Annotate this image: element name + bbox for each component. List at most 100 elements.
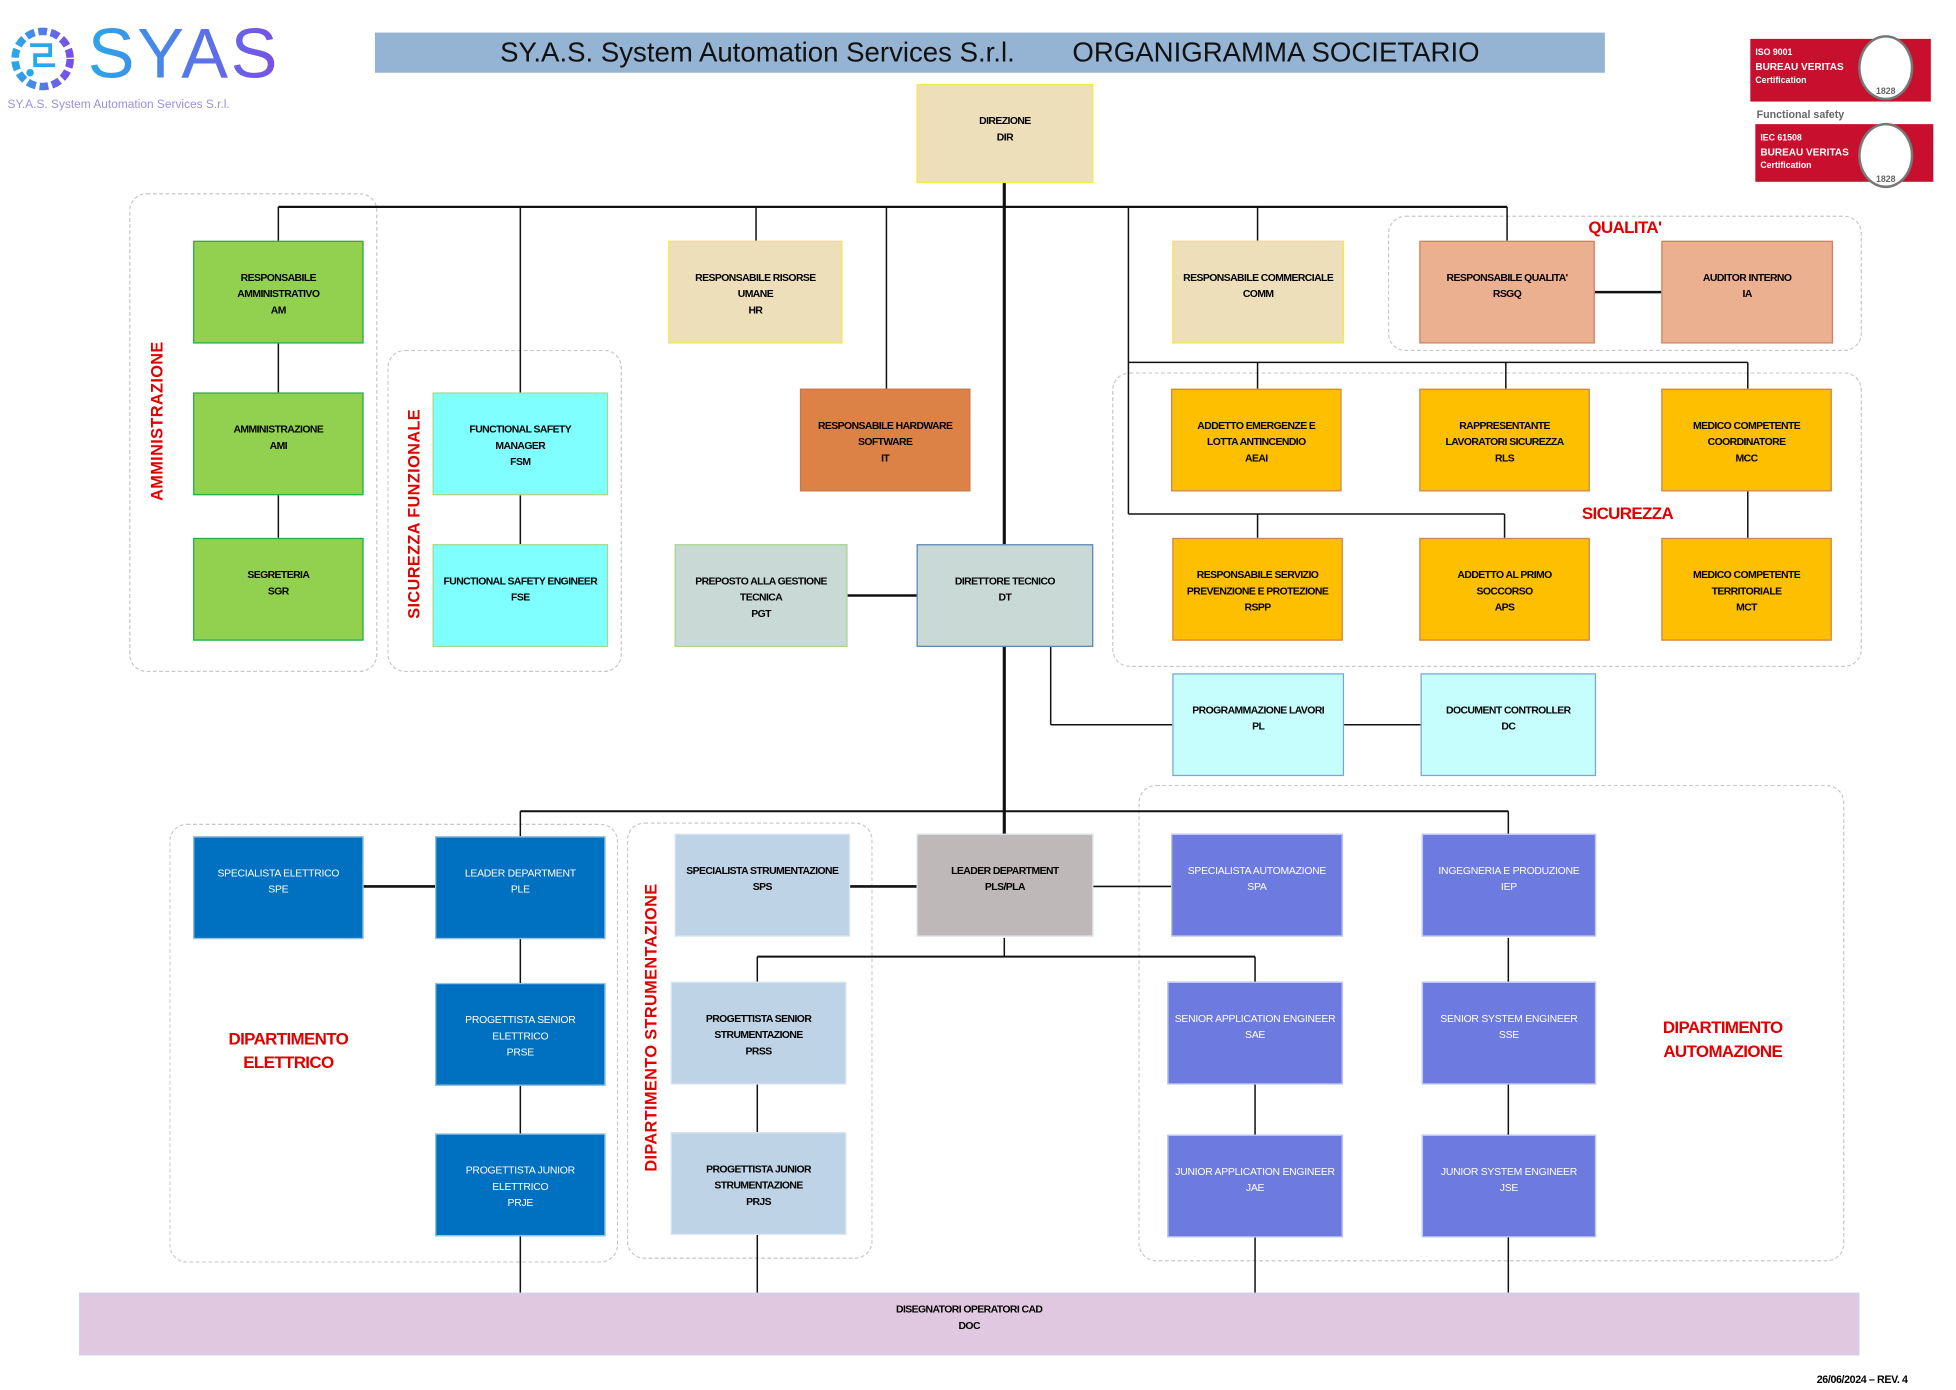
box-text-line: DIREZIONE: [979, 114, 1031, 127]
org-box-jae: JUNIOR APPLICATION ENGINEER JAE: [1167, 1134, 1343, 1238]
box-text-line: SOCCORSO: [1476, 584, 1533, 597]
box-text-line: SENIOR SYSTEM ENGINEER: [1440, 1011, 1578, 1025]
box-text-line: COORDINATORE: [1707, 435, 1786, 448]
box-text-line: MCT: [1736, 600, 1757, 614]
box-text-line: SSE: [1498, 1028, 1519, 1041]
box-text-line: PROGETTISTA JUNIOR: [706, 1162, 811, 1175]
label-qualita: QUALITA': [1588, 218, 1662, 237]
seal-year: 1828: [1875, 87, 1896, 96]
company-name: SY.A.S. System Automation Services S.r.l…: [500, 36, 1015, 68]
box-text-line: SAE: [1245, 1028, 1266, 1041]
org-box-sse: SENIOR SYSTEM ENGINEER SSE: [1421, 981, 1597, 1085]
box-text-line: UMANE: [737, 287, 774, 300]
org-box-sps: SPECIALISTA STRUMENTAZIONE SPS: [674, 833, 851, 937]
box-text-line: AMI: [269, 438, 288, 452]
box-text-line: JUNIOR APPLICATION ENGINEER: [1175, 1164, 1335, 1178]
box-text-line: SPA: [1247, 880, 1267, 893]
box-text-line: DIR: [996, 130, 1014, 143]
box-text-line: LEADER DEPARTMENT: [951, 863, 1059, 877]
box-text-line: SPECIALISTA STRUMENTAZIONE: [686, 863, 839, 877]
box-text-line: AEAI: [1245, 451, 1268, 464]
box-text-line: TECNICA: [739, 590, 783, 604]
box-text-line: APS: [1494, 600, 1515, 614]
box-text-line: DIRETTORE TECNICO: [954, 574, 1056, 587]
cert-body: BUREAU VERITAS: [1755, 61, 1844, 73]
group-strumentazione: [626, 822, 873, 1259]
box-text-line: JSE: [1499, 1181, 1519, 1194]
org-box-prjs: PROGETTISTA JUNIOR STRUMENTAZIONE PRJS: [670, 1132, 847, 1235]
box-text-line: HR: [748, 303, 763, 316]
box-text-line: SGR: [267, 584, 289, 597]
box-text-line: PRSS: [745, 1044, 773, 1057]
org-box-dir: DIREZIONE DIR: [916, 84, 1094, 184]
org-box-rsgq: RESPONSABILE QUALITA'RSGQ: [1419, 240, 1595, 344]
group-automazione: [1138, 784, 1845, 1262]
group-elettrico: [169, 823, 619, 1263]
box-text-line: PROGETTISTA SENIOR: [465, 1013, 576, 1026]
box-text-line: JAE: [1245, 1181, 1265, 1194]
org-box-mcc: MEDICO COMPETENTE COORDINATORE MCC: [1661, 388, 1832, 492]
box-text-line: SPS: [752, 880, 773, 893]
label-dipartimento-automazione: DIPARTIMENTO AUTOMAZIONE: [1647, 1016, 1797, 1064]
cert-standard: ISO 9001: [1755, 48, 1793, 58]
box-text-line: PREVENZIONE E PROTEZIONE: [1186, 584, 1329, 597]
box-text-line: PRJS: [746, 1194, 772, 1208]
box-text-line: FUNCTIONAL SAFETY: [469, 422, 572, 436]
box-text-line: AMMINISTRATIVO: [237, 287, 320, 300]
box-text-line: DT: [998, 590, 1012, 604]
box-text-line: LOTTA ANTINCENDIO: [1206, 435, 1306, 448]
box-text-line: MCC: [1735, 451, 1759, 464]
box-text-line: PROGRAMMAZIONE LAVORI: [1192, 703, 1325, 716]
box-text-line: LAVORATORI SICUREZZA: [1445, 435, 1564, 448]
box-text-line: ELETTRICO: [492, 1179, 549, 1193]
box-text-line: AM: [270, 303, 287, 316]
label-line: DIPARTIMENTO: [228, 1029, 349, 1049]
box-text-line: AUDITOR INTERNO: [1702, 270, 1792, 284]
box-text-line: DISEGNATORI OPERATORI CAD: [895, 1302, 1043, 1316]
group-sicurezza: [1112, 372, 1862, 668]
box-text-line: MEDICO COMPETENTE: [1692, 418, 1801, 432]
cert-body: BUREAU VERITAS: [1760, 146, 1849, 158]
box-text-line: STRUMENTAZIONE: [714, 1178, 803, 1192]
group-sicurezza-funzionale: [387, 349, 622, 673]
revision-date: 26/06/2024 – REV. 4: [1816, 1372, 1908, 1386]
org-box-am: RESPONSABILE AMMINISTRATIVO AM: [193, 240, 364, 344]
label-amministrazione: AMMINISTRAZIONE: [147, 341, 167, 501]
label-dipartimento-strumentazione: DIPARTIMENTO STRUMENTAZIONE: [641, 883, 661, 1172]
page-title: ORGANIGRAMMA SOCIETARIO: [1072, 36, 1480, 68]
box-text-line: PROGETTISTA SENIOR: [705, 1011, 812, 1025]
box-text-line: SPECIALISTA ELETTRICO: [217, 866, 340, 879]
box-text-line: SENIOR APPLICATION ENGINEER: [1174, 1011, 1336, 1025]
gear-circuit-icon: [11, 27, 74, 91]
box-text-line: RLS: [1494, 451, 1515, 464]
box-text-line: LEADER DEPARTMENT: [464, 866, 576, 879]
box-text-line: TERRITORIALE: [1711, 584, 1782, 597]
box-text-line: SPE: [268, 882, 289, 896]
box-text-line: IEP: [1500, 880, 1517, 893]
box-text-line: RSPP: [1244, 600, 1272, 614]
box-text-line: MANAGER: [495, 438, 546, 452]
box-text-line: PGT: [751, 606, 771, 620]
box-text-line: RESPONSABILE: [240, 270, 317, 284]
box-text-line: ADDETTO EMERGENZE E: [1197, 418, 1316, 432]
box-text-line: RESPONSABILE RISORSE: [695, 270, 816, 284]
group-amministrazione: [129, 193, 378, 673]
box-text-line: STRUMENTAZIONE: [714, 1028, 803, 1041]
